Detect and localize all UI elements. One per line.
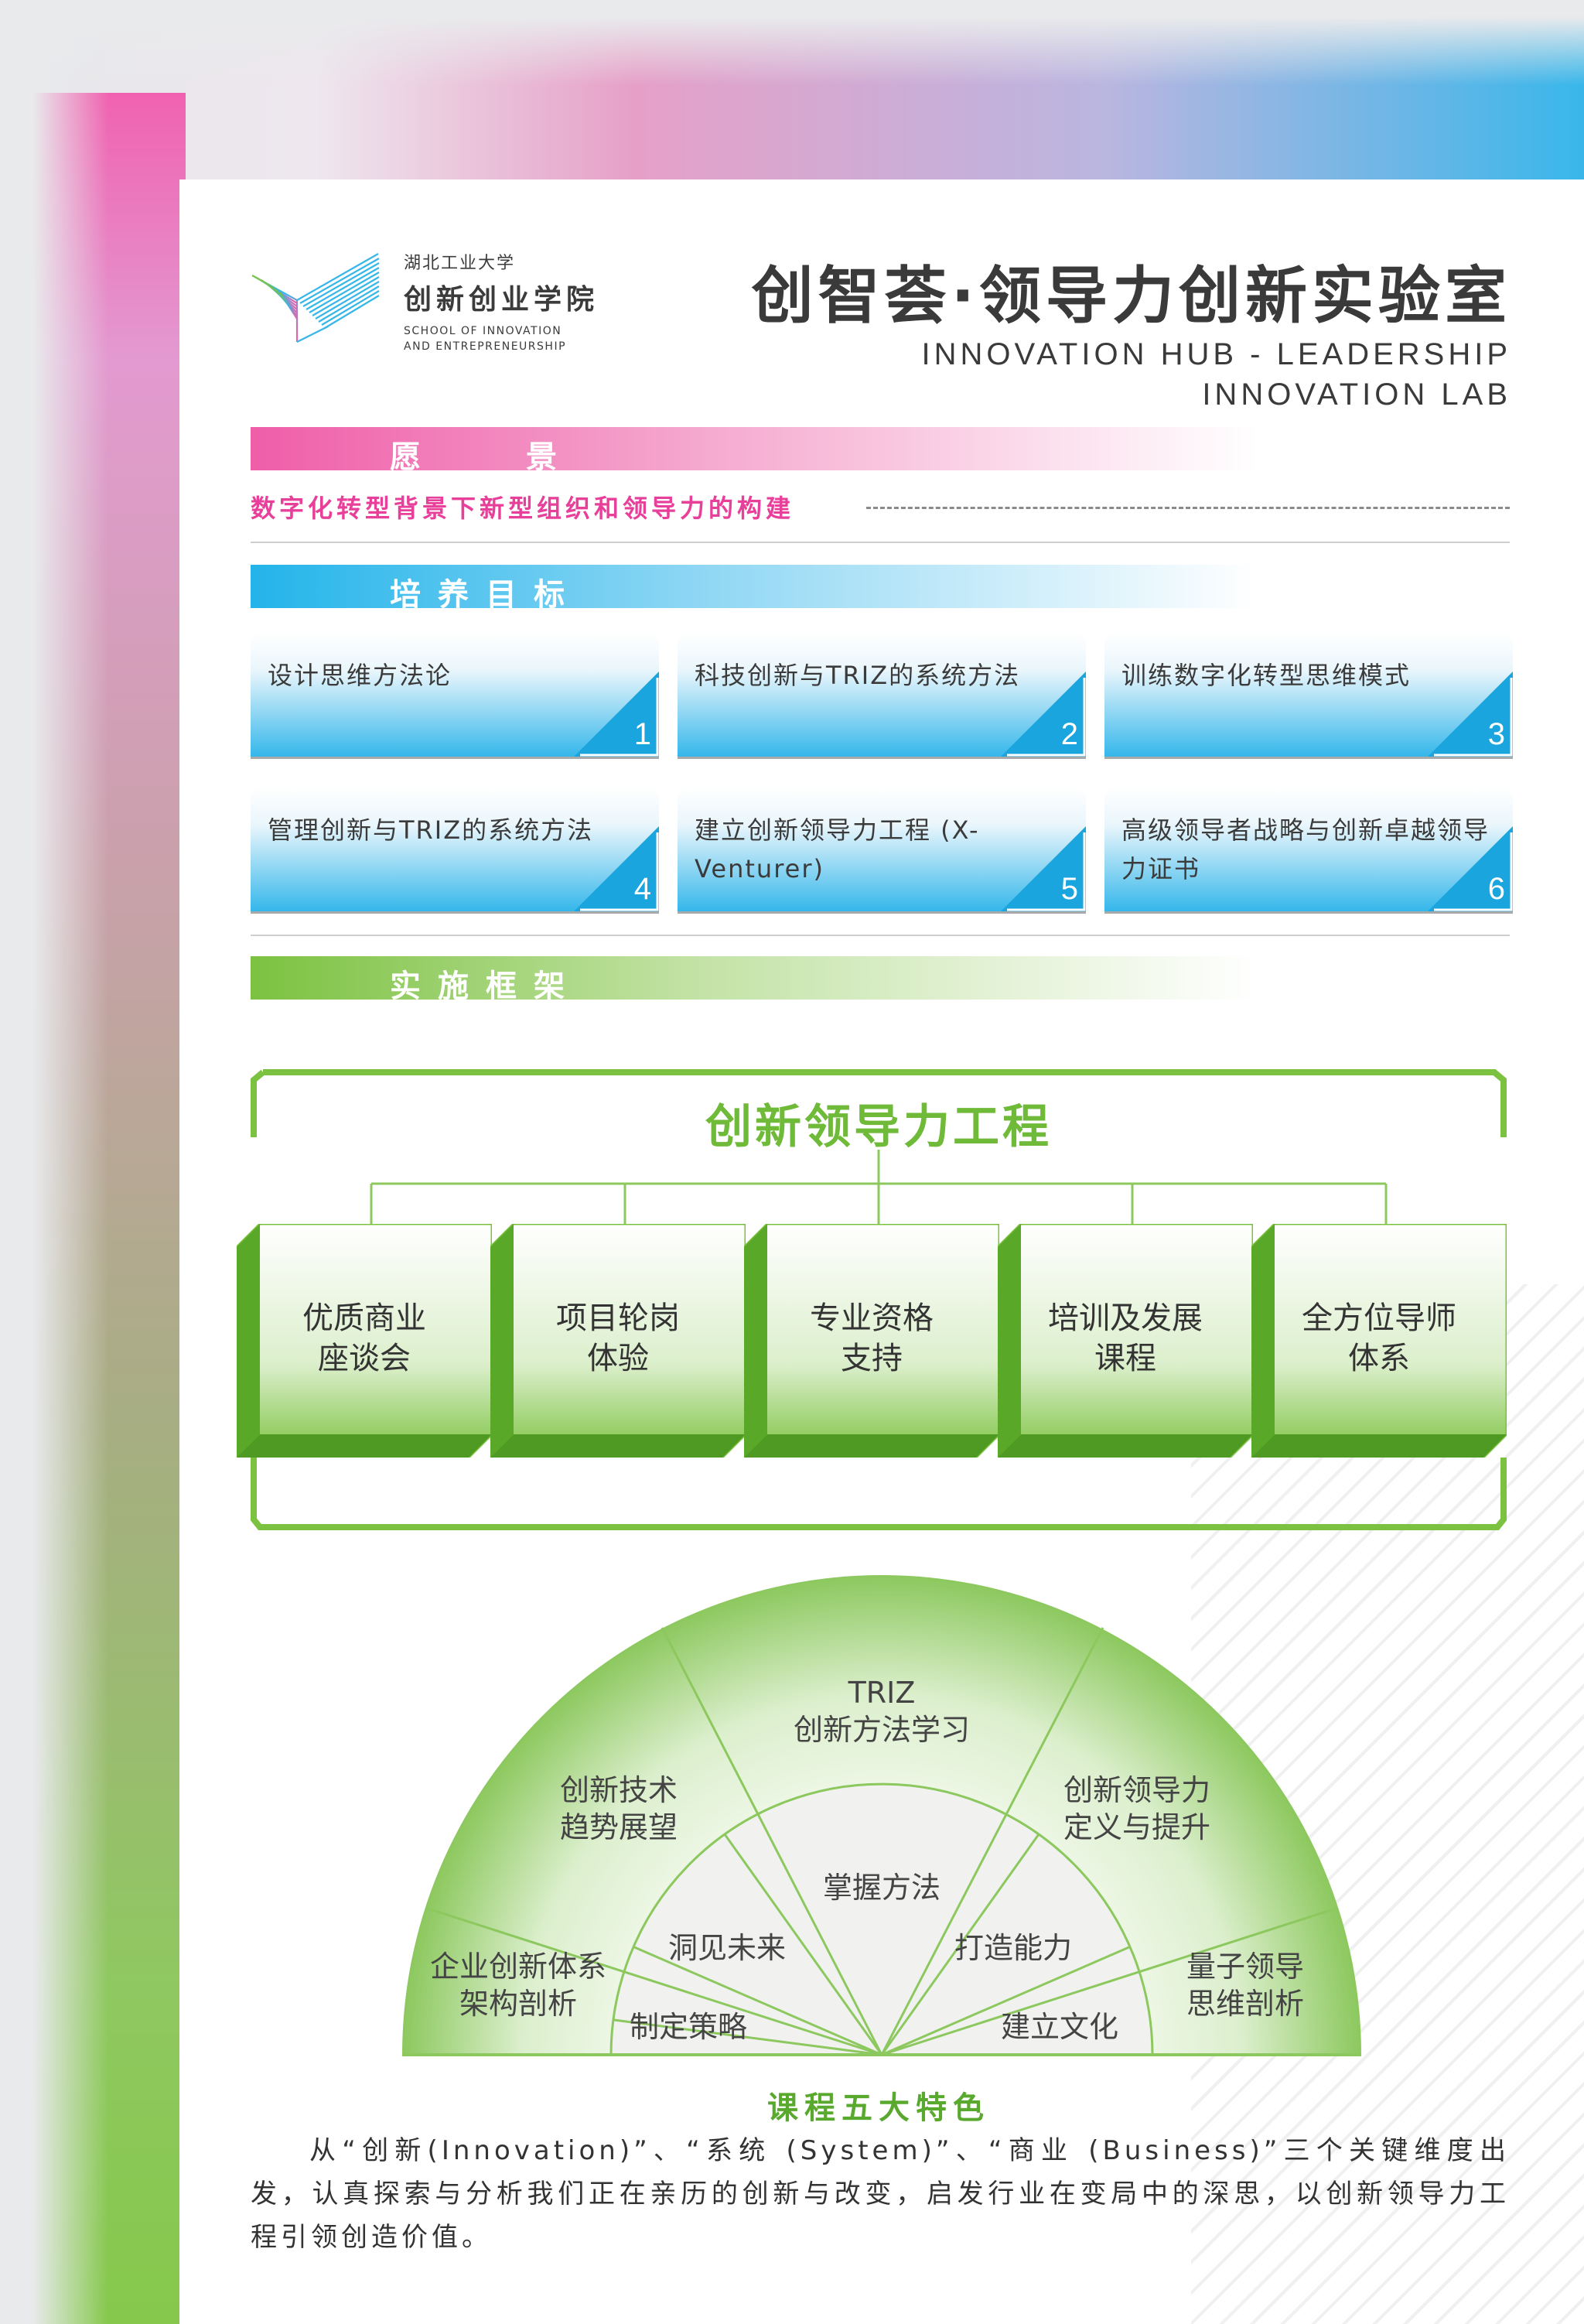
- feature-outer-label: TRIZ 创新方法学习: [793, 1676, 970, 1747]
- goal-card: 设计思维方法论 1: [251, 633, 659, 757]
- goal-text: 科技创新与TRIZ的系统方法: [695, 661, 1021, 690]
- corner-triangle-icon: [1001, 826, 1086, 911]
- college-name: 创新创业学院: [404, 284, 599, 316]
- framework-box: 项目轮岗 体验: [490, 1224, 746, 1458]
- corner-triangle-icon: [1001, 672, 1086, 757]
- framework-box-label: 专业资格 支持: [810, 1300, 934, 1376]
- framework-box: 专业资格 支持: [744, 1224, 999, 1458]
- framework-box-label: 全方位导师 体系: [1302, 1300, 1456, 1376]
- feature-outer-label: 创新技术 趋势展望: [559, 1773, 678, 1844]
- feature-outer-label: 企业创新体系 架构剖析: [429, 1950, 606, 2021]
- framework-box-bg: [998, 1224, 1253, 1458]
- goal-card: 科技创新与TRIZ的系统方法 2: [678, 633, 1086, 757]
- framework-box-bg: [1251, 1224, 1507, 1458]
- framework-title: 创新领导力工程: [705, 1100, 1052, 1154]
- college-logo: [251, 253, 380, 343]
- goal-number: 6: [1487, 872, 1505, 906]
- goal-text: 高级领导者战略与创新卓越领导力证书: [1121, 815, 1490, 883]
- dashed-rule: [866, 507, 1510, 509]
- goal-number: 4: [633, 872, 651, 906]
- corner-triangle-icon: [574, 672, 659, 757]
- goal-text: 管理创新与TRIZ的系统方法: [268, 815, 594, 845]
- background-fade-top: [0, 0, 1584, 85]
- goal-number: 1: [633, 717, 651, 751]
- feature-inner-label: 建立文化: [1000, 2010, 1118, 2044]
- framework-box-bg: [237, 1224, 492, 1458]
- corner-triangle-icon: [1428, 826, 1513, 911]
- goal-card: 训练数字化转型思维模式 3: [1104, 633, 1513, 757]
- framework-box-label: 培训及发展 课程: [1048, 1300, 1203, 1376]
- goal-number: 3: [1487, 717, 1505, 751]
- goal-text: 设计思维方法论: [268, 661, 452, 690]
- section-title-goals: 培养目标: [390, 577, 582, 613]
- section-header-goals: 培养目标: [251, 565, 1256, 613]
- framework-box-label: 优质商业 座谈会: [302, 1300, 426, 1376]
- page-subtitle: INNOVATION HUB - LEADERSHIP INNOVATION L…: [921, 337, 1511, 412]
- goal-number: 5: [1060, 872, 1078, 906]
- college-logo-text: 湖北工业大学 创新创业学院 SCHOOL OF INNOVATION AND E…: [404, 249, 599, 354]
- university-name: 湖北工业大学: [404, 254, 516, 273]
- feature-inner-label: 制定策略: [629, 2010, 747, 2044]
- course-description: 从“创新(Innovation)”、“系统 (System)”、“商业 (Bus…: [251, 2135, 1510, 2253]
- fan-diagram-shapes: [402, 1575, 1361, 2056]
- goal-card: 建立创新领导力工程 (X-Venturer) 5: [678, 788, 1086, 911]
- goal-text: 建立创新领导力工程 (X-Venturer): [695, 815, 980, 883]
- feature-outer-label: 创新领导力 定义与提升: [1063, 1773, 1210, 1844]
- section-title-framework: 实施框架: [390, 969, 582, 1004]
- framework-box: 优质商业 座谈会: [237, 1224, 492, 1458]
- divider: [251, 542, 1510, 543]
- framework-box: 全方位导师 体系: [1251, 1224, 1507, 1458]
- divider: [251, 935, 1510, 936]
- framework-frame: [251, 1069, 1507, 1530]
- section-header-vision: 愿 景: [251, 427, 1256, 475]
- course-features-diagram: 企业创新体系 架构剖析 创新技术 趋势展望 TRIZ 创新方法学习 创新领导力 …: [387, 1575, 1377, 2070]
- goal-number: 2: [1060, 717, 1078, 751]
- feature-inner-label: 洞见未来: [667, 1931, 786, 1965]
- feature-inner-label: 掌握方法: [822, 1871, 940, 1905]
- section-title-vision: 愿 景: [390, 439, 560, 475]
- background-fade-left: [0, 0, 108, 2324]
- feature-outer-label: 量子领导 思维剖析: [1186, 1950, 1304, 2021]
- framework-box-label: 项目轮岗 体验: [556, 1300, 680, 1376]
- framework-box-bg: [744, 1224, 999, 1458]
- course-features-title: 课程五大特色: [767, 2090, 990, 2126]
- framework-box: 培训及发展 课程: [998, 1224, 1253, 1458]
- college-english-line-1: SCHOOL OF INNOVATION: [404, 325, 562, 337]
- college-english-name: SCHOOL OF INNOVATION AND ENTREPRENEURSHI…: [404, 323, 599, 354]
- framework-box-bg: [490, 1224, 746, 1458]
- section-header-framework: 实施框架: [251, 956, 1256, 1004]
- feature-inner-label: 打造能力: [954, 1931, 1072, 1965]
- goal-text: 训练数字化转型思维模式: [1121, 661, 1412, 690]
- goal-card: 管理创新与TRIZ的系统方法 4: [251, 788, 659, 911]
- college-english-line-2: AND ENTREPRENEURSHIP: [404, 340, 567, 353]
- vision-statement: 数字化转型背景下新型组织和领导力的构建: [251, 494, 795, 523]
- goal-card: 高级领导者战略与创新卓越领导力证书 6: [1104, 788, 1513, 911]
- corner-triangle-icon: [574, 826, 659, 911]
- page-title: 创智荟·领导力创新实验室: [751, 260, 1511, 332]
- corner-triangle-icon: [1428, 672, 1513, 757]
